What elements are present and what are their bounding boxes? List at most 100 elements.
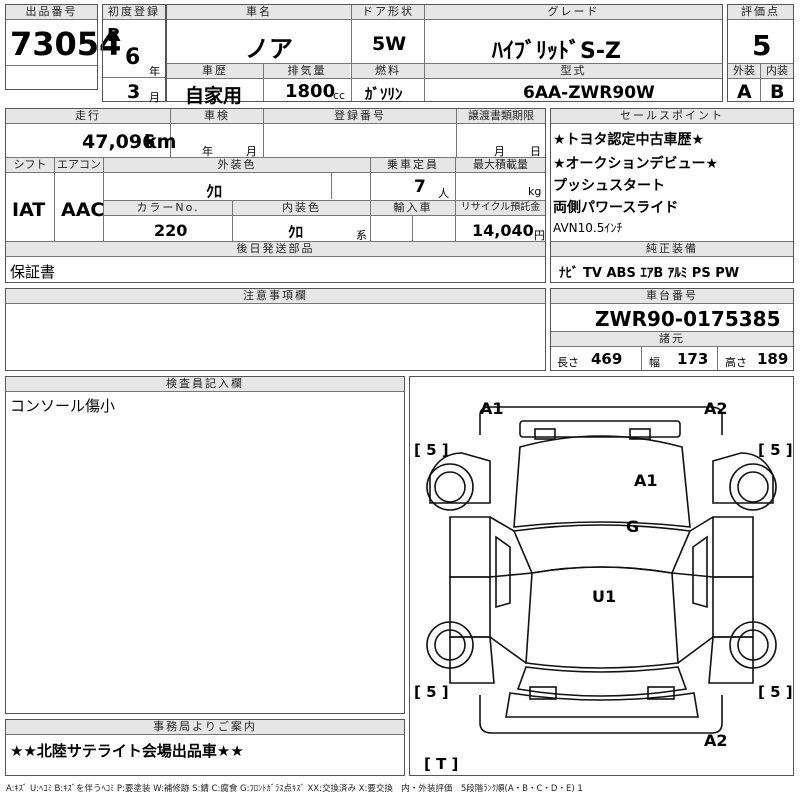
office-value: ★★北陸サテライト会場出品車★★: [10, 742, 244, 760]
car-diagram-box: A1 A2 A1 G U1 A2 [ 5 ] [ 5 ] [ 5 ] [ 5 ]…: [409, 376, 794, 776]
selling-point-5: AVN10.5ｲﾝﾁ: [553, 221, 623, 235]
ac-value: AAC: [61, 199, 105, 221]
main-header-box: 車名 ノア ドア形状 5W グレード ﾊｲﾌﾞﾘｯﾄﾞS-Z 車歴 自家用 排気…: [166, 4, 723, 107]
displacement-label: 排気量: [264, 64, 350, 78]
capacity-unit: 人: [438, 187, 449, 200]
inspection-month-unit: 月: [246, 145, 257, 158]
displacement-value: 1800: [285, 81, 336, 102]
selling-point-2: ★オークションデビュー★: [553, 156, 719, 172]
mileage-value: 47,096: [82, 131, 156, 153]
height-label: 高さ: [725, 356, 747, 369]
transfer-label: 譲渡書類期限: [457, 109, 545, 123]
first-reg-month: 3: [127, 81, 141, 103]
left-front-fender: [429, 452, 491, 504]
notes-box: 注意事項欄: [5, 288, 546, 371]
transfer-month-unit: 月: [494, 145, 505, 158]
rating-value: 5: [752, 29, 772, 62]
office-label: 事務局よりご案内: [6, 720, 404, 734]
first-reg-year: 6: [125, 45, 141, 70]
equipment-value: ﾅﾋﾞ TV ABS ｴｱB ｱﾙﾐ PS PW: [559, 266, 740, 281]
ext-grade-value: A: [737, 81, 752, 103]
tire-rr-shape: [729, 621, 777, 669]
recycle-unit: 円: [534, 229, 545, 242]
selling-point-4: 両側パワースライド: [553, 200, 679, 216]
doors-value: 5W: [372, 33, 407, 55]
right-front-fender: [712, 452, 774, 504]
mark-windshield: G: [626, 517, 640, 536]
ext-grade-label: 外装: [728, 64, 760, 78]
first-reg-month-unit: 月: [149, 91, 160, 104]
later-parts-label: 後日発送部品: [6, 242, 545, 256]
ext-color-label: 外装色: [104, 158, 370, 172]
shift-label: シフト: [6, 158, 54, 172]
tire-fl-shape: [426, 463, 474, 511]
inspection-label: 車検: [171, 109, 263, 123]
first-reg-year-unit: 年: [149, 65, 160, 78]
max-load-unit: kg: [528, 185, 542, 198]
inspection-year-unit: 年: [202, 145, 213, 158]
mark-front-left: A1: [480, 399, 504, 418]
lot-box: 出品番号 73054: [5, 4, 121, 90]
rating-label: 評価点: [728, 5, 793, 19]
tire-fr-shape: [729, 463, 777, 511]
height-value: 189: [757, 350, 789, 368]
int-grade-label: 内装: [761, 64, 793, 78]
specs-label: 諸元: [551, 332, 793, 346]
selling-point-3: プッシュスタート: [553, 178, 665, 194]
model-value: 6AA-ZWR90W: [523, 83, 655, 103]
inspector-label: 検査員記入欄: [6, 377, 404, 391]
mileage-unit: km: [144, 131, 177, 153]
tire-rl-rating: [ 5 ]: [414, 683, 449, 701]
int-color-value: ｸﾛ: [288, 223, 304, 241]
mileage-label: 走行: [6, 109, 170, 123]
recycle-label: リサイクル預託金: [456, 201, 545, 215]
int-grade-value: B: [770, 81, 785, 103]
shift-value: IAT: [12, 199, 46, 221]
spare-tire-rating: [ T ]: [424, 755, 459, 773]
doors-label: ドア形状: [352, 5, 424, 19]
length-value: 469: [591, 350, 623, 368]
history-label: 車歴: [167, 64, 263, 78]
chassis-value: ZWR90-0175385: [595, 307, 781, 331]
later-parts-value: 保証書: [10, 263, 56, 281]
recycle-value: 14,040: [472, 221, 534, 240]
windshield-shape: [512, 524, 692, 574]
notes-label: 注意事項欄: [6, 289, 545, 303]
rear-bumper-shape: [479, 695, 723, 734]
first-reg-era: R: [107, 25, 121, 46]
legend-text: A:ｷｽﾞ U:ﾍｺﾐ B:ｷｽﾞを伴うﾍｺﾐ P:要塗装 W:補修跡 S:錆 …: [6, 784, 583, 794]
front-bumper-shape: [479, 406, 723, 435]
first-reg-label: 初度登録: [103, 5, 165, 19]
office-box: 事務局よりご案内 ★★北陸サテライト会場出品車★★: [5, 719, 405, 776]
ac-label: エアコン: [55, 158, 103, 172]
transfer-day-unit: 日: [530, 145, 541, 158]
front-grille-shape: [519, 420, 681, 438]
grade-value: ﾊｲﾌﾞﾘｯﾄﾞS-Z: [492, 39, 621, 64]
ext-color-value: ｸﾛ: [206, 182, 223, 201]
width-label: 幅: [649, 356, 660, 369]
tire-rl-shape: [426, 621, 474, 669]
import-label: 輸入車: [371, 201, 455, 215]
history-value: 自家用: [185, 85, 243, 107]
mark-hood: A1: [634, 471, 658, 490]
color-no-value: 220: [154, 221, 188, 240]
model-label: 型式: [425, 64, 722, 78]
reg-no-label: 登録番号: [264, 109, 456, 123]
inspector-box: 検査員記入欄 コンソール傷小: [5, 376, 405, 714]
capacity-label: 乗車定員: [371, 158, 455, 172]
length-label: 長さ: [557, 356, 579, 369]
selling-points-box: セールスポイント ★トヨタ認定中古車歴★ ★オークションデビュー★ プッシュスタ…: [550, 108, 794, 283]
equipment-label: 純正装備: [551, 242, 793, 256]
tire-rr-rating: [ 5 ]: [758, 683, 793, 701]
inspector-value: コンソール傷小: [10, 397, 116, 415]
mark-rear: A2: [704, 731, 728, 750]
max-load-label: 最大積載量: [456, 158, 545, 172]
fuel-value: ｶﾞｿﾘﾝ: [365, 85, 403, 103]
car-name-label: 車名: [167, 5, 351, 19]
rear-window-shape: [516, 666, 688, 697]
fuel-label: 燃料: [352, 64, 424, 78]
lot-label: 出品番号: [6, 5, 97, 19]
car-name-value: ノア: [245, 35, 293, 63]
car-diagram: [426, 406, 777, 734]
int-color-unit: 系: [356, 229, 367, 242]
